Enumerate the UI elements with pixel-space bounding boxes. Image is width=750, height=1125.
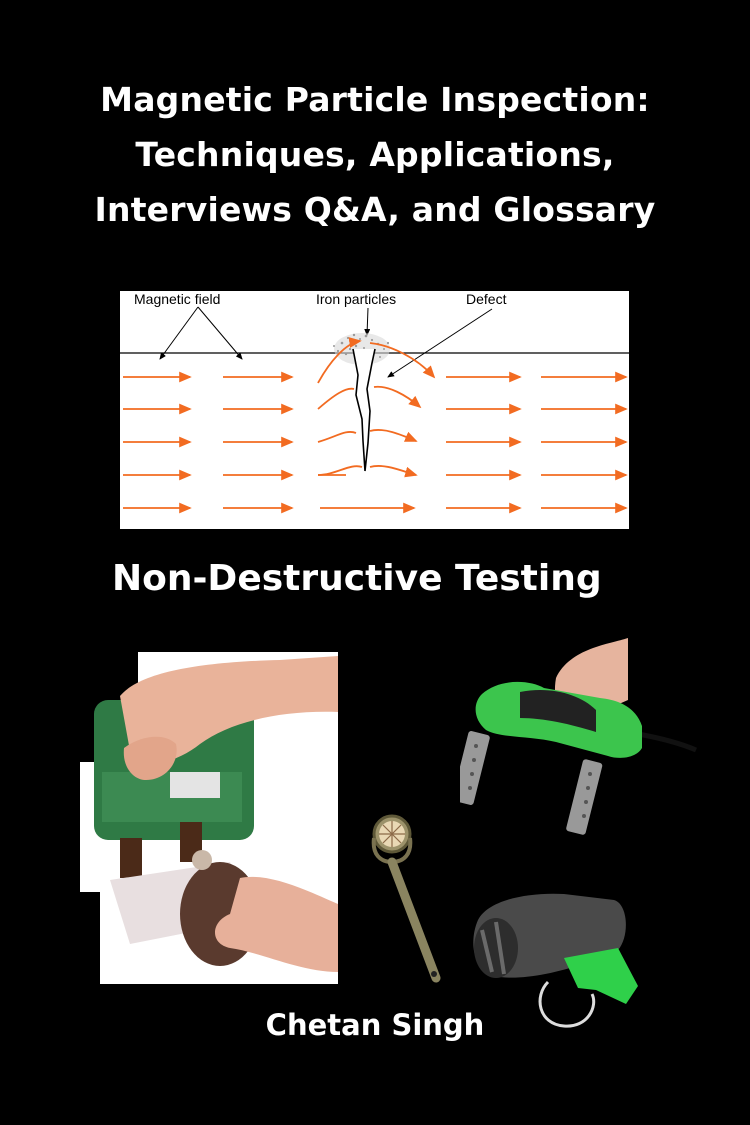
yoke-photo-illustration [80,652,338,984]
author-name: Chetan Singh [265,1008,485,1042]
green-yoke-illustration [452,638,697,835]
pie-gauge-illustration [371,814,441,983]
defect-crack [352,348,376,472]
uv-lamp-device [468,878,644,1028]
yoke-inspection-photo [80,652,338,984]
field-arrows [123,371,628,514]
green-yoke-device [452,638,698,838]
label-defect: Defect [466,291,507,307]
subtitle: Non-Destructive Testing [112,558,602,599]
title-line-3: Interviews Q&A, and Glossary [94,190,656,229]
pie-gauge-device [362,808,454,990]
magnetic-field-diagram: Magnetic field Iron particles Defect [120,291,629,529]
label-iron-particles: Iron particles [316,291,396,307]
title-line-2: Techniques, Applications, [135,135,615,174]
leakage-field-arrows [317,337,436,478]
uv-lamp-illustration [473,893,638,1028]
book-title: Magnetic Particle Inspection: Techniques… [0,72,750,237]
label-pointers [159,306,493,378]
diagram-svg: Magnetic field Iron particles Defect [120,291,629,514]
label-magnetic-field: Magnetic field [134,291,220,307]
title-line-1: Magnetic Particle Inspection: [100,80,650,119]
